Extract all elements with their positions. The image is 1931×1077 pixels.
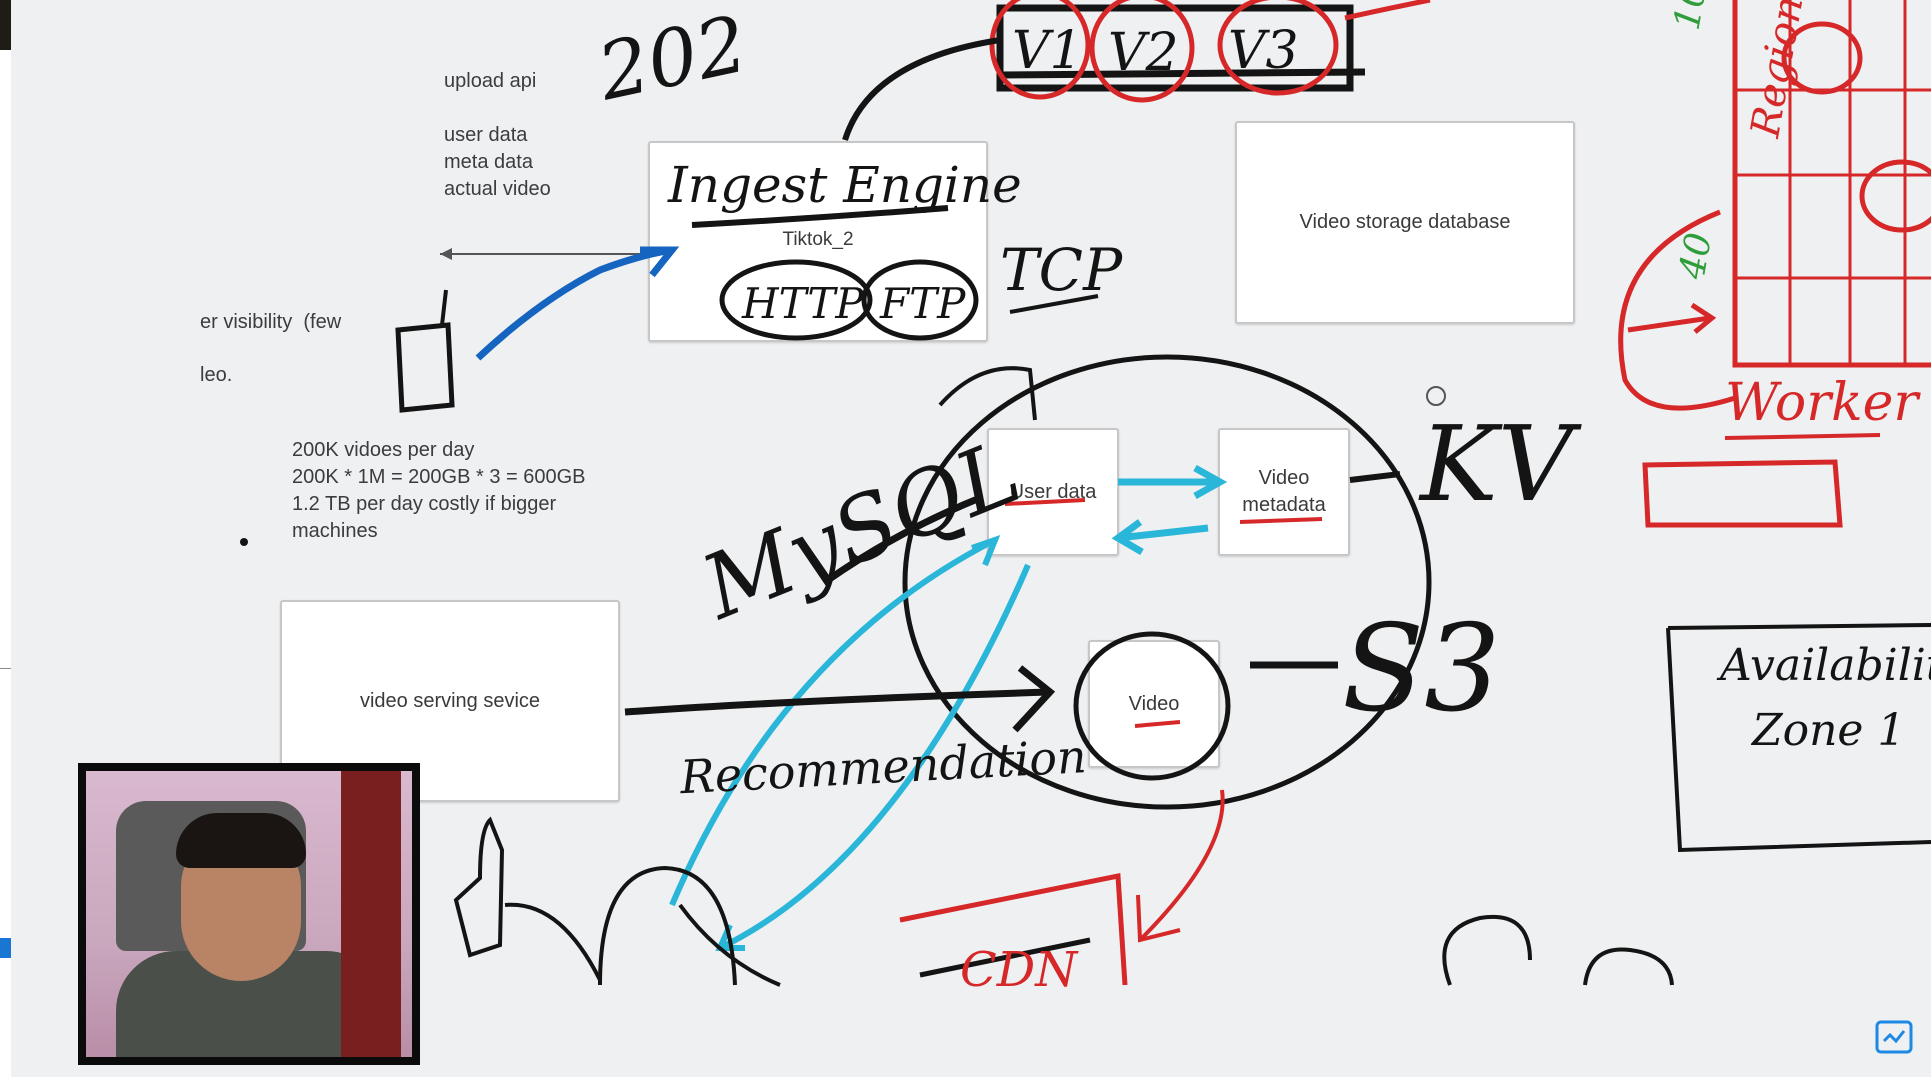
- bullet-dot-icon: [240, 538, 248, 546]
- zone-label: Zone 1: [1750, 705, 1905, 756]
- protocol-tcp: TCP: [1000, 236, 1123, 304]
- green-count-mid: 40: [1672, 230, 1721, 283]
- divider-line: [0, 668, 11, 669]
- storage-cluster-circle: [902, 354, 1432, 810]
- video-label: Video: [1128, 692, 1180, 715]
- video-serving-label: video serving sevice: [359, 689, 541, 712]
- user-head-sketch: [598, 865, 737, 986]
- version-circle-3: [1217, 0, 1339, 96]
- user-data-box[interactable]: User data: [987, 428, 1119, 556]
- protocol-ftp: FTP: [879, 279, 966, 328]
- version-circle-2: [1089, 0, 1195, 103]
- worker-box: [1642, 459, 1843, 528]
- availability-zone-frame: [1666, 623, 1931, 853]
- recommendation-arrow-down: [718, 563, 1031, 951]
- video-storage-database-box[interactable]: Video storage database: [1235, 121, 1575, 324]
- recommendation-label: Recommendation: [678, 729, 1088, 804]
- storage-kv: KV: [1418, 403, 1582, 525]
- note-capacity-estimate: 200K vidoes per day 200K * 1M = 200GB * …: [292, 439, 586, 542]
- hand-cursor-icon: [1426, 386, 1446, 406]
- ingest-title-handwritten: Ingest Engine: [667, 156, 1022, 214]
- green-count-top: 10: [1667, 0, 1715, 33]
- storage-s3: S3: [1342, 600, 1501, 739]
- background-shelf: [341, 771, 401, 1057]
- video-storage-label: Video storage database: [1299, 211, 1511, 233]
- presenter-webcam: [78, 763, 420, 1065]
- thumbnail-edge: [0, 0, 11, 50]
- worker-label: Worker: [1725, 373, 1921, 433]
- version-v1: V1: [1012, 21, 1083, 81]
- cdn-label: CDN: [960, 942, 1079, 998]
- left-window-edge: [0, 0, 11, 1077]
- storage-mysql: MySQL: [687, 420, 1034, 640]
- video-metadata-label: Video metadata: [1242, 467, 1326, 516]
- arrow-metadata-to-userdata: [1117, 524, 1209, 542]
- year-scribble: 202: [590, 0, 755, 119]
- video-circle: [1073, 631, 1231, 781]
- webcam-feed: [86, 771, 412, 1057]
- version-circle-1: [989, 0, 1091, 100]
- mobile-device-sketch: [453, 816, 505, 958]
- note-video-fragment: leo.: [200, 364, 233, 386]
- note-visibility: er visibility (few: [200, 311, 342, 333]
- version-v3: V3: [1228, 21, 1299, 81]
- http-circle: [719, 259, 873, 341]
- worker-grid: [1618, 0, 1931, 411]
- upload-arrow: [475, 246, 673, 361]
- blue-tab-edge: [0, 938, 11, 958]
- recommendation-arrow-up: [669, 537, 997, 907]
- availability-label: Availability: [1716, 640, 1931, 691]
- note-upload-fields: user data meta data actual video: [444, 124, 551, 200]
- note-upload-api: upload api: [444, 70, 537, 92]
- ftp-circle: [861, 259, 979, 341]
- video-box[interactable]: Video: [1088, 640, 1220, 768]
- ingest-subtitle: Tiktok_2: [782, 229, 854, 250]
- ingest-engine-box[interactable]: Tiktok_2: [648, 141, 988, 342]
- phone-sketch: [395, 322, 455, 413]
- serving-arrow: [624, 688, 1051, 716]
- cdn-box-outer: [899, 872, 1128, 986]
- video-metadata-box[interactable]: Video metadata: [1218, 428, 1350, 556]
- version-v2: V2: [1108, 23, 1179, 83]
- board-logo-icon[interactable]: [1874, 1017, 1914, 1057]
- user-data-label: User data: [1009, 480, 1097, 503]
- presenter-hair: [176, 813, 306, 868]
- region-label: Region: [1742, 0, 1812, 142]
- protocol-http: HTTP: [741, 279, 864, 328]
- cdn-arrow: [1138, 789, 1225, 942]
- versions-connector: [842, 37, 1001, 141]
